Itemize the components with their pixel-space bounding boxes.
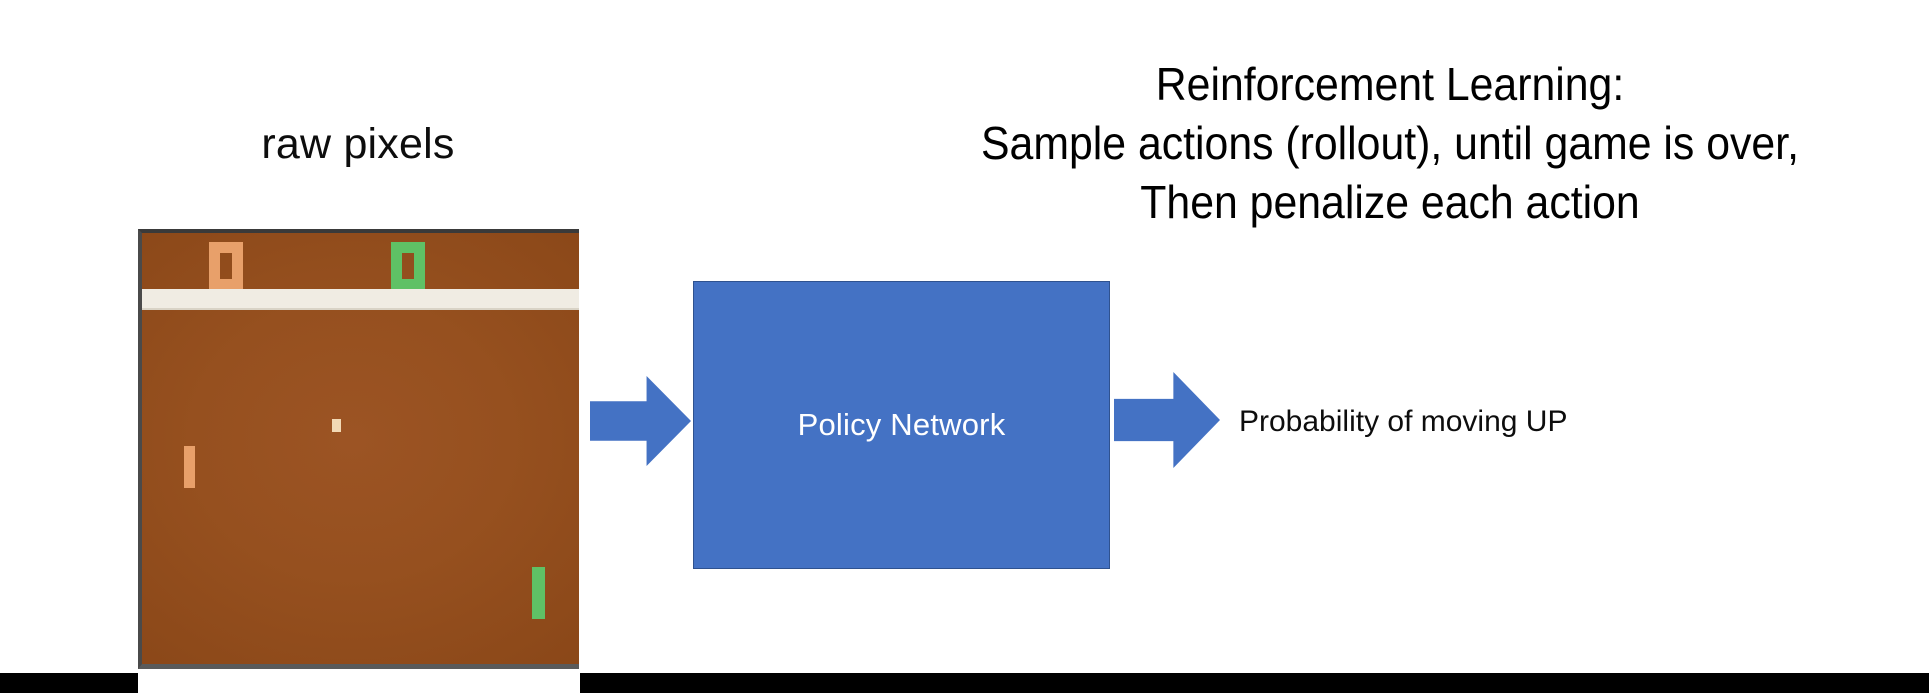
raw-pixels-caption: raw pixels (261, 120, 455, 168)
pong-playfield: 0 0 (142, 233, 579, 664)
arrow-network-to-output-icon (1114, 372, 1220, 468)
slide-heading: Reinforcement Learning: Sample actions (… (892, 55, 1887, 232)
policy-network-box: Policy Network (693, 281, 1110, 569)
playfield-divider-bar (142, 289, 579, 310)
bottom-bar-right (580, 673, 1929, 693)
heading-line-1: Reinforcement Learning: (1155, 58, 1625, 110)
heading-line-2: Sample actions (rollout), until game is … (981, 117, 1799, 169)
bottom-bar-left (0, 673, 138, 693)
paddle-right-green (532, 567, 545, 619)
policy-network-label: Policy Network (797, 407, 1006, 442)
score-right-player: 0 (391, 242, 425, 290)
output-probability-label: Probability of moving UP (1239, 405, 1568, 438)
score-left-player: 0 (209, 242, 243, 290)
arrow-input-to-network-icon (590, 376, 691, 466)
pong-ball (332, 419, 341, 432)
paddle-left-orange (184, 446, 195, 488)
pong-game-frame: 0 0 (138, 229, 579, 669)
heading-line-3: Then penalize each action (1140, 176, 1640, 228)
